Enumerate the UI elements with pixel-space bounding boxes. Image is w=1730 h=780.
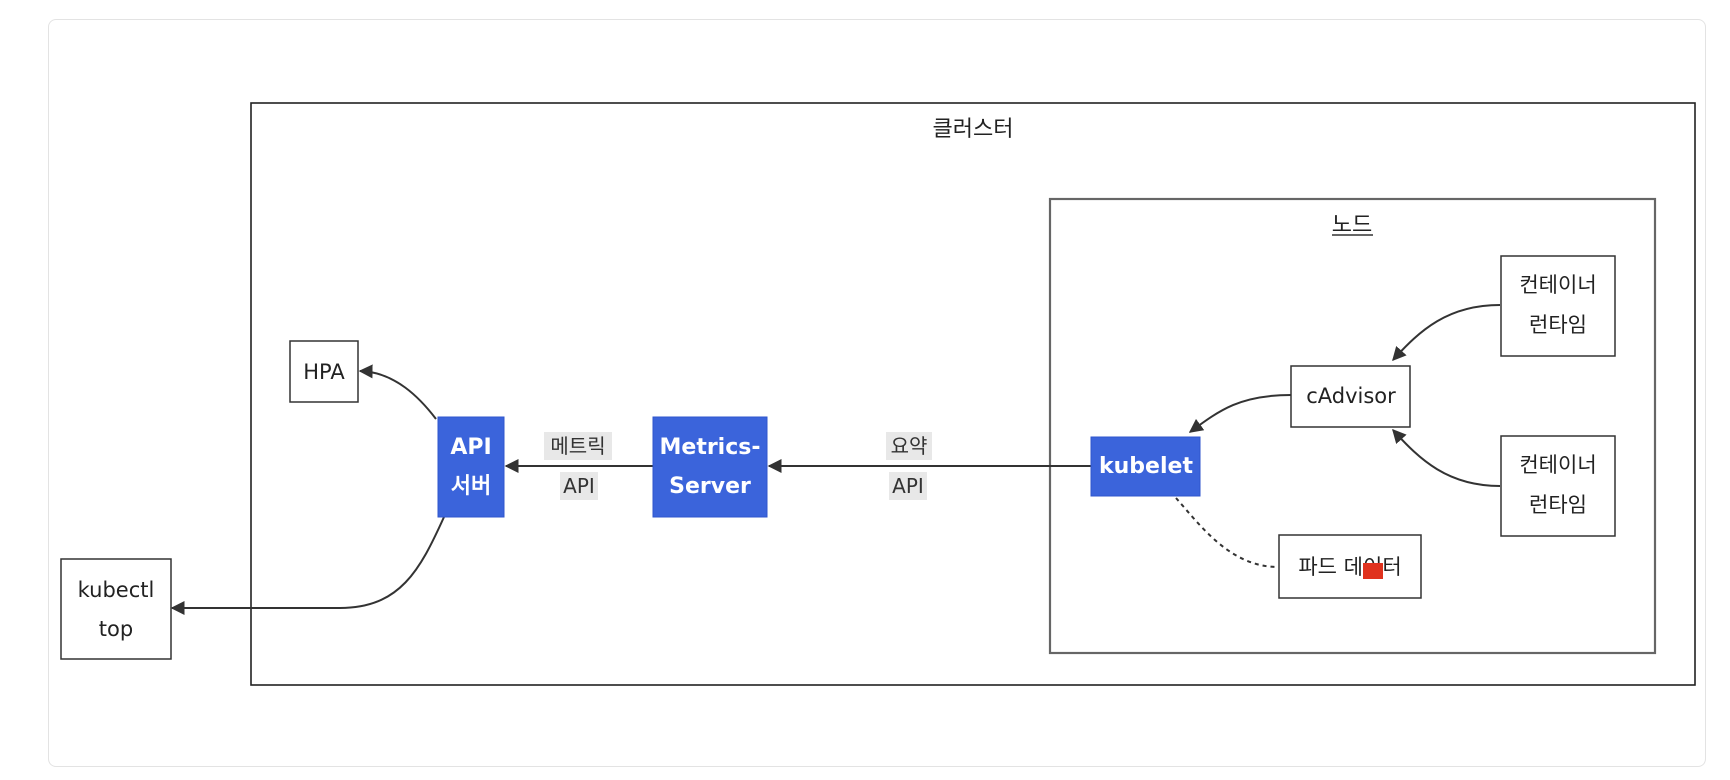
edge-api-server-to-kubectl-top	[170, 516, 445, 615]
svg-text:kubectl: kubectl	[78, 578, 155, 602]
svg-text:런타임: 런타임	[1529, 313, 1587, 337]
edge-kubelet-to-pod-data	[1175, 497, 1279, 568]
edge-label-metrics-api: 메트릭 API	[544, 432, 612, 500]
cluster-title: 클러스터	[933, 117, 1014, 142]
svg-text:서버: 서버	[451, 474, 491, 499]
svg-text:메트릭: 메트릭	[550, 434, 605, 458]
svg-text:요약: 요약	[891, 434, 928, 458]
svg-text:컨테이너: 컨테이너	[1519, 453, 1596, 477]
node-title: 노드	[1332, 213, 1372, 238]
edge-label-summary-api: 요약 API	[886, 432, 932, 500]
node-api-server: API 서버	[437, 416, 505, 518]
node-container-runtime-top: 컨테이너 런타임	[1500, 255, 1616, 357]
edge-runtime-bottom-to-cadvisor	[1392, 428, 1501, 487]
edge-runtime-top-to-cadvisor	[1392, 304, 1501, 362]
svg-text:컨테이너: 컨테이너	[1519, 273, 1596, 297]
svg-text:API: API	[563, 474, 595, 498]
svg-text:cAdvisor: cAdvisor	[1306, 384, 1396, 408]
node-metrics-server: Metrics- Server	[652, 416, 768, 518]
cluster-boundary	[250, 102, 1696, 686]
edge-cadvisor-to-kubelet	[1188, 394, 1292, 433]
node-container-runtime-bottom: 컨테이너 런타임	[1500, 435, 1616, 537]
node-kubelet: kubelet	[1090, 436, 1201, 497]
svg-text:kubelet: kubelet	[1099, 454, 1193, 479]
red-marker	[1363, 563, 1383, 579]
node-pod-data: 파드 데이터	[1278, 534, 1422, 599]
svg-text:API: API	[450, 435, 491, 460]
node-boundary	[1048, 197, 1657, 655]
svg-text:파드 데이터: 파드 데이터	[1298, 555, 1401, 579]
diagram-panel	[48, 19, 1706, 767]
edge-api-server-to-hpa	[358, 364, 437, 420]
svg-text:HPA: HPA	[303, 360, 345, 384]
node-kubectl-top: kubectl top	[60, 558, 172, 660]
svg-text:Metrics-: Metrics-	[660, 435, 761, 460]
node-cadvisor: cAdvisor	[1290, 365, 1411, 428]
svg-text:top: top	[99, 617, 133, 641]
svg-text:런타임: 런타임	[1529, 493, 1587, 517]
svg-text:API: API	[892, 474, 924, 498]
node-hpa: HPA	[289, 340, 359, 403]
svg-text:Server: Server	[669, 474, 751, 499]
